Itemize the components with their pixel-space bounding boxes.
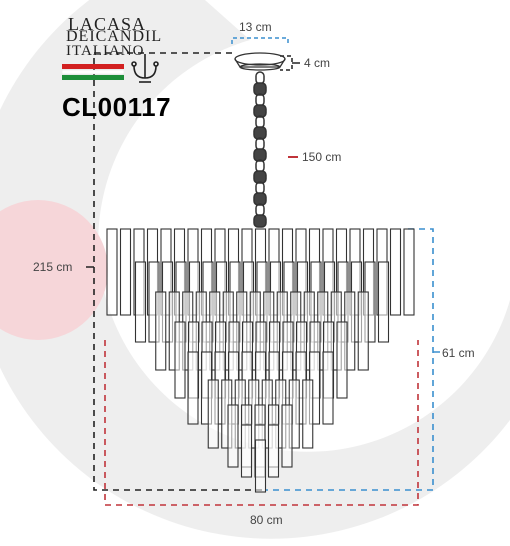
crystal-prism <box>240 424 253 478</box>
chain-link <box>253 192 267 206</box>
candelabra-icon <box>131 54 159 83</box>
crystal-prism <box>267 424 280 478</box>
chain-link <box>255 71 265 85</box>
total-height-label: 215 cm <box>33 260 73 274</box>
crystal-prism <box>155 291 167 371</box>
chain-link <box>255 159 265 173</box>
canopy-width-bracket <box>231 37 289 44</box>
italian-flag-stripes <box>62 64 124 80</box>
width-label: 80 cm <box>250 513 283 527</box>
chain-link <box>253 148 267 162</box>
crystal-prism <box>106 228 118 316</box>
product-code: CL00117 <box>62 92 172 122</box>
canopy-height-bracket <box>280 55 293 71</box>
chain-length-label: 150 cm <box>302 150 342 164</box>
crystal-prism <box>336 321 348 399</box>
total-height-guide <box>93 52 265 491</box>
brand-line-1: LACASA <box>68 14 147 34</box>
chain-link <box>255 181 265 195</box>
canopy-width-label: 13 cm <box>239 20 272 34</box>
crystal-prism <box>322 351 334 425</box>
brand-line-3: ITALIANO <box>66 43 145 59</box>
crystal-prism <box>174 321 186 399</box>
body-height-guide <box>265 228 434 491</box>
crystal-prism <box>119 228 132 316</box>
chain <box>253 71 267 228</box>
crystal-prism <box>389 228 402 316</box>
crystal-prism <box>302 379 314 449</box>
chain-link <box>255 203 265 217</box>
crystal-prism <box>227 404 239 468</box>
brand-line-2: DEICANDIL <box>66 28 163 45</box>
canopy-height-label: 4 cm <box>304 56 331 70</box>
chain-link <box>255 115 265 129</box>
crystal-prism <box>254 439 267 493</box>
crystal-prism <box>187 351 199 425</box>
crystal-prism <box>207 379 219 449</box>
chain-link <box>253 104 267 118</box>
body-height-label: 61 cm <box>442 346 475 360</box>
crystal-body <box>106 228 415 493</box>
crystal-prism <box>134 261 147 343</box>
chain-link <box>253 170 267 184</box>
background-pink-circle <box>0 200 108 340</box>
chain-link <box>253 214 267 228</box>
width-guide <box>104 340 419 506</box>
chain-link <box>255 93 265 107</box>
crystal-prism <box>403 228 415 316</box>
crystal-prism <box>357 291 369 371</box>
crystal-prism <box>281 404 293 468</box>
ceiling-canopy <box>234 52 286 71</box>
chain-link <box>255 137 265 151</box>
crystal-prism <box>377 261 390 343</box>
chain-link <box>253 82 267 96</box>
chain-link <box>253 126 267 140</box>
